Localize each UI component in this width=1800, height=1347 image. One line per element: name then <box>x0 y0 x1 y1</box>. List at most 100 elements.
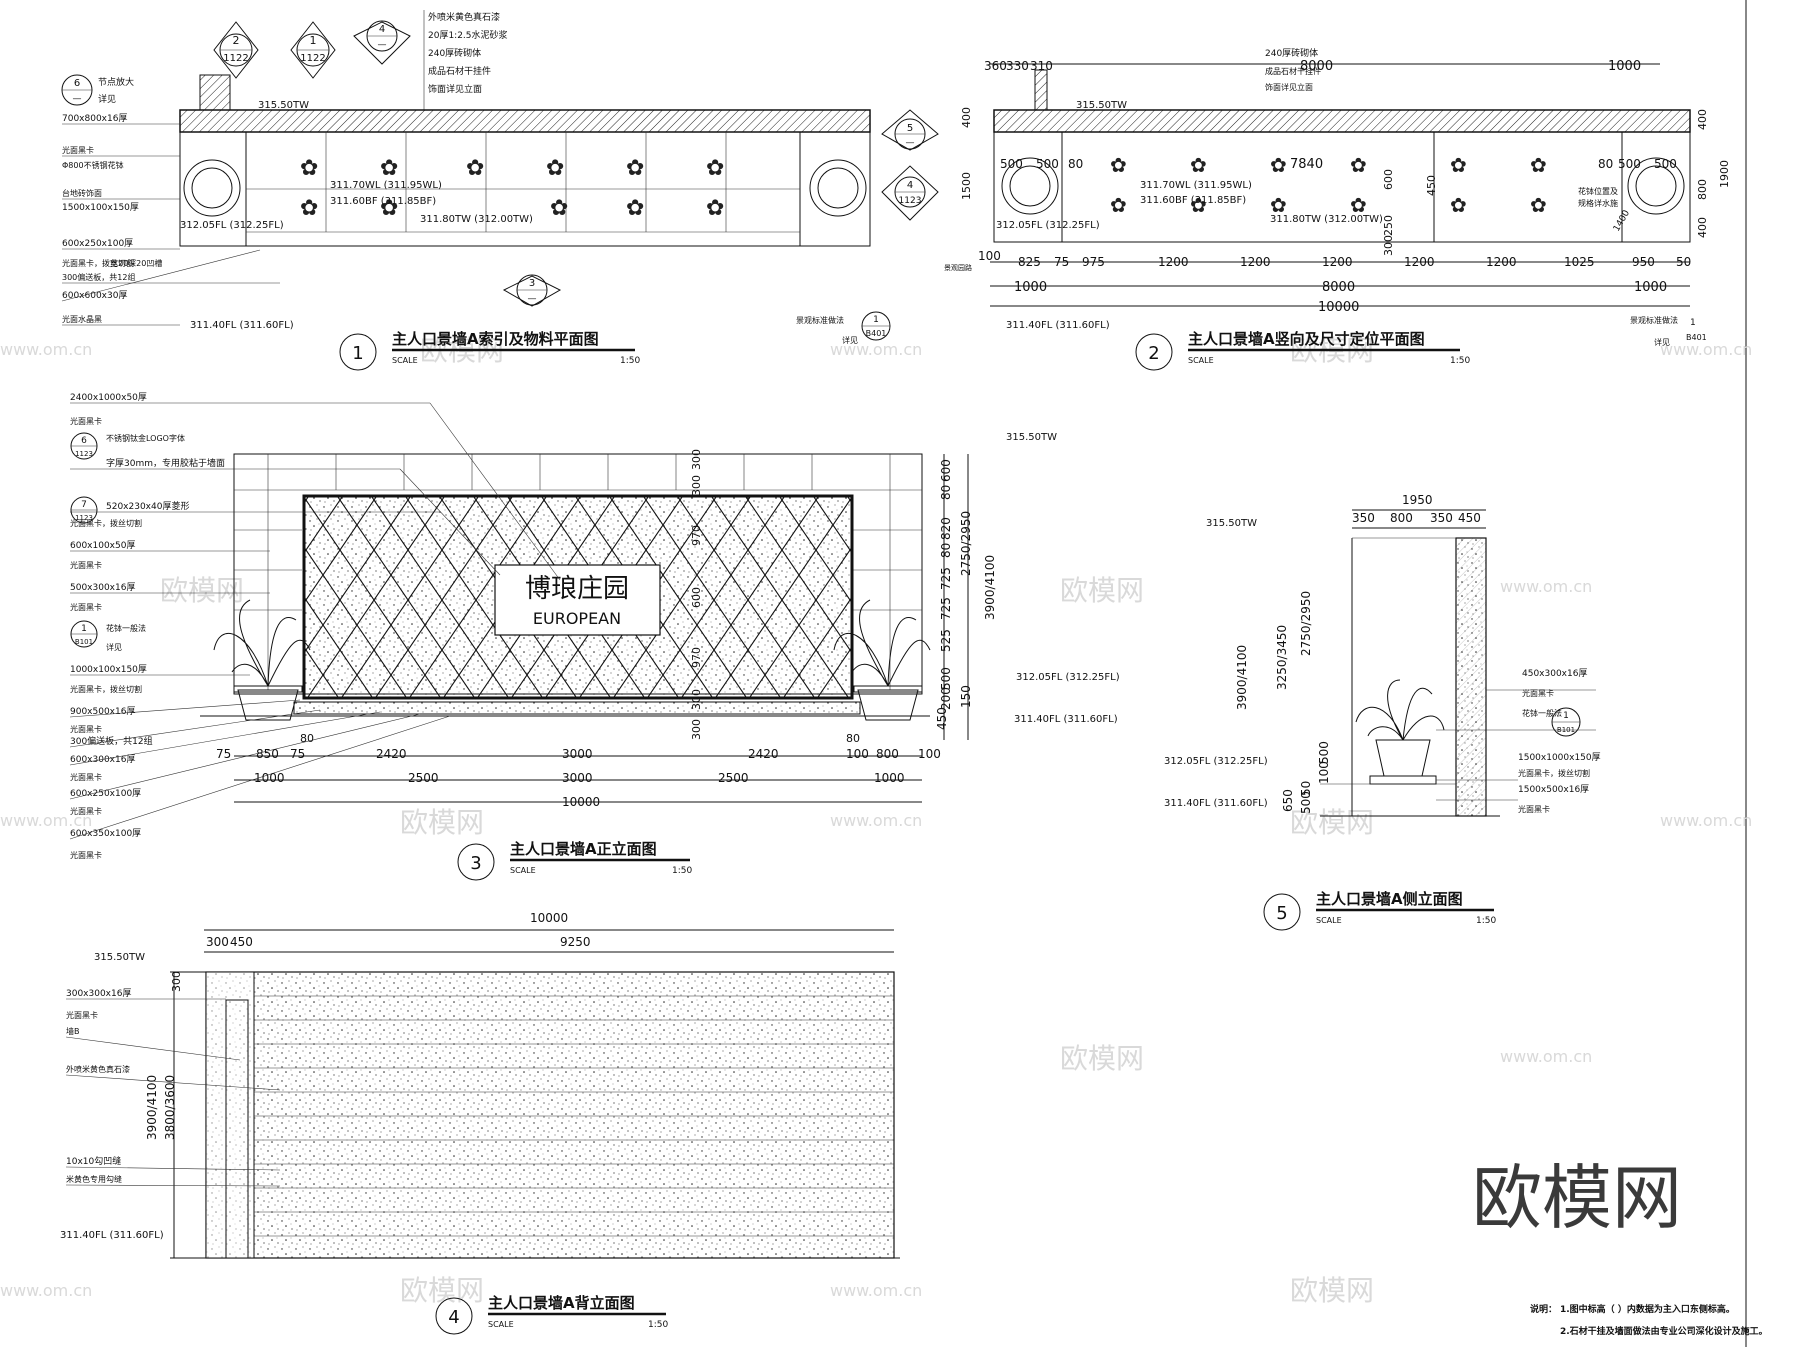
svg-text:景观园路: 景观园路 <box>944 263 972 272</box>
planter-circle <box>1627 157 1685 215</box>
section-marker[interactable]: 4 — <box>353 20 411 65</box>
material-notes: 450x300x16厚 光面黑卡 花钵一般法 1500x1000x150厚 光面… <box>1518 668 1601 814</box>
svg-text:600x100x50厚: 600x100x50厚 <box>70 540 135 551</box>
svg-text:600x600x30厚: 600x600x30厚 <box>62 290 127 301</box>
svg-text:Φ800不锈钢花钵: Φ800不锈钢花钵 <box>62 160 124 170</box>
svg-text:10000: 10000 <box>562 795 600 809</box>
section-marker[interactable]: 4 1123 <box>881 165 939 221</box>
svg-text:300: 300 <box>690 719 703 740</box>
svg-text:2750/2950: 2750/2950 <box>1299 591 1313 656</box>
svg-text:100: 100 <box>918 747 941 761</box>
ref-marker[interactable]: 1 B101 <box>70 620 98 648</box>
svg-text:6: 6 <box>81 436 87 446</box>
svg-text:900x500x16厚: 900x500x16厚 <box>70 706 135 717</box>
svg-text:820: 820 <box>939 517 953 540</box>
svg-text:400: 400 <box>960 107 973 128</box>
planter-circle <box>809 159 867 217</box>
svg-text:200: 200 <box>939 687 953 710</box>
svg-text:1: 1 <box>1690 318 1696 328</box>
watermark-text: 欧模网 <box>1290 1274 1374 1307</box>
watermark-url: www.om.cn <box>830 1281 922 1300</box>
svg-text:2500: 2500 <box>408 771 439 785</box>
svg-text:说明：: 说明： <box>1530 1303 1557 1315</box>
svg-text:✿: ✿ <box>466 155 484 180</box>
svg-text:1200: 1200 <box>1158 255 1189 269</box>
svg-text:300: 300 <box>206 935 229 949</box>
svg-text:3900/4100: 3900/4100 <box>983 555 997 620</box>
watermark-url: www.om.cn <box>0 1281 92 1300</box>
svg-text:SCALE: SCALE <box>488 1320 514 1329</box>
dim-labels: 600 820 725 525 500 150 80 80 725 200 27… <box>935 459 997 730</box>
svg-text:1:50: 1:50 <box>1476 916 1496 926</box>
svg-text:1: 1 <box>873 315 879 325</box>
dim-labels: 300 300 970 600 970 300 300 <box>690 449 703 740</box>
svg-text:50: 50 <box>1299 781 1313 796</box>
svg-text:315.50TW: 315.50TW <box>94 952 145 963</box>
svg-text:5: 5 <box>1276 903 1287 924</box>
detail-marker[interactable]: 6 — 节点放大 详见 <box>61 74 134 106</box>
drawing-title: 1 主人口景墙A索引及物料平面图 SCALE 1:50 <box>339 330 640 371</box>
svg-text:4: 4 <box>907 180 913 191</box>
logo-english: EUROPEAN <box>533 609 621 628</box>
svg-text:光面黑卡，拨丝切割: 光面黑卡，拨丝切割 <box>70 518 142 528</box>
svg-text:1:50: 1:50 <box>620 356 640 366</box>
svg-text:312.05FL (312.25FL): 312.05FL (312.25FL) <box>180 220 284 231</box>
material-notes: 300x300x16厚 光面黑卡 墙B 外喷米黄色真石漆 10x10勾凹缝 米黄… <box>66 988 131 1184</box>
svg-text:✿: ✿ <box>1450 155 1467 177</box>
svg-text:360: 360 <box>984 59 1007 73</box>
svg-text:光面水晶黑: 光面水晶黑 <box>62 314 102 324</box>
svg-text:311.70WL (311.95WL): 311.70WL (311.95WL) <box>1140 180 1252 191</box>
section-marker[interactable]: 3 — <box>502 274 562 307</box>
svg-text:600: 600 <box>690 587 703 608</box>
planter-circle <box>183 159 241 217</box>
svg-text:1950: 1950 <box>1402 493 1433 507</box>
svg-text:311.80TW (312.00TW): 311.80TW (312.00TW) <box>1270 214 1383 225</box>
svg-text:详见: 详见 <box>98 93 116 105</box>
material-notes: 2400x1000x50厚 光面黑卡 不锈钢钛金LOGO字体 字厚30mm，专用… <box>70 392 225 860</box>
svg-text:1400: 1400 <box>1612 208 1632 233</box>
svg-text:312.05FL (312.25FL): 312.05FL (312.25FL) <box>996 220 1100 231</box>
ref-marker[interactable]: 1 B401 景观标准做法 详见 <box>796 311 891 345</box>
svg-text:1200: 1200 <box>1322 255 1353 269</box>
svg-text:5: 5 <box>907 123 913 134</box>
drawing-3-front-elevation: 博琅庄园 EUROPEAN 2400x1000x50厚 光面黑卡 不锈钢钛金LO… <box>69 392 1120 881</box>
svg-text:315.50TW: 315.50TW <box>1006 432 1057 443</box>
section-marker[interactable]: 2 1122 <box>213 21 259 79</box>
svg-text:3: 3 <box>529 278 535 289</box>
ref-marker[interactable]: 7 1123 <box>70 496 98 524</box>
svg-text:3900/4100: 3900/4100 <box>1235 645 1249 710</box>
ref-marker[interactable]: 1 B101 <box>1551 707 1581 737</box>
svg-text:1500x500x16厚: 1500x500x16厚 <box>1518 784 1589 795</box>
svg-text:饰面详见立面: 饰面详见立面 <box>428 83 482 95</box>
svg-text:✿: ✿ <box>626 155 644 180</box>
section-marker[interactable]: 1 1122 <box>290 21 336 79</box>
svg-text:光面黑卡: 光面黑卡 <box>70 560 102 570</box>
drawing-title: 3 主人口景墙A正立面图 SCALE 1:50 <box>457 840 692 881</box>
section-marker[interactable]: 5 — <box>881 109 939 151</box>
svg-text:400: 400 <box>1696 109 1709 130</box>
svg-text:光面黑卡，拨丝切割: 光面黑卡，拨丝切割 <box>1518 768 1590 778</box>
svg-text:—: — <box>906 138 915 148</box>
elevation-levels: 315.50TW 311.70WL (311.95WL) 311.60BF (3… <box>180 100 533 331</box>
svg-text:4: 4 <box>379 24 385 35</box>
svg-text:520x230x40厚菱形: 520x230x40厚菱形 <box>106 500 189 512</box>
svg-text:315.50TW: 315.50TW <box>1076 100 1127 111</box>
svg-text:80: 80 <box>939 485 953 500</box>
svg-text:光面黑卡，拨丝切割: 光面黑卡，拨丝切割 <box>70 684 142 694</box>
svg-text:主人口景墙A侧立面图: 主人口景墙A侧立面图 <box>1316 890 1463 908</box>
svg-text:外喷米黄色真石漆: 外喷米黄色真石漆 <box>428 11 500 23</box>
svg-text:2: 2 <box>1148 343 1159 364</box>
planter-plant-right <box>833 599 931 721</box>
watermark-text: 欧模网 <box>400 806 484 839</box>
svg-text:600: 600 <box>1382 169 1395 190</box>
svg-text:2750/2950: 2750/2950 <box>959 511 973 576</box>
svg-text:1: 1 <box>352 343 363 364</box>
svg-text:成品石材干挂件: 成品石材干挂件 <box>1265 66 1321 76</box>
ref-marker[interactable]: 6 1123 <box>70 432 98 460</box>
svg-text:315.50TW: 315.50TW <box>1206 518 1257 529</box>
elevation-levels: 315.50TW 311.40FL (311.60FL) <box>60 952 164 1241</box>
material-notes: 700x800x16厚 光面黑卡 Φ800不锈钢花钵 台地砖饰面 1500x10… <box>62 113 162 324</box>
svg-text:975: 975 <box>1082 255 1105 269</box>
svg-text:B101: B101 <box>75 638 93 646</box>
svg-text:1000: 1000 <box>1608 59 1641 74</box>
